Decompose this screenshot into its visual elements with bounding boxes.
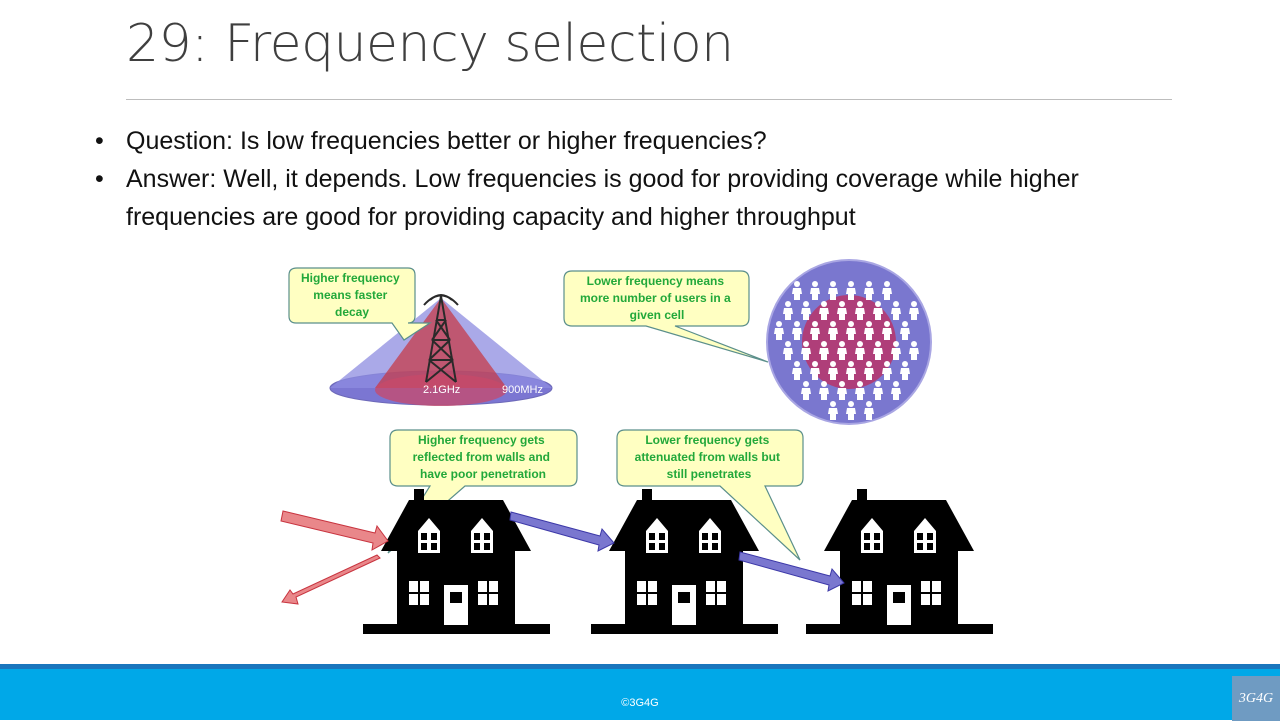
callout-line: have poor penetration <box>420 467 546 481</box>
person-icon <box>792 281 802 300</box>
callout-line: still penetrates <box>667 467 752 481</box>
high-frequency-incoming-arrow <box>280 510 389 551</box>
page-title: 29: Frequency selection <box>126 14 734 74</box>
bullet-answer: • Answer: Well, it depends. Low frequenc… <box>95 160 1215 236</box>
person-icon <box>792 361 802 380</box>
person-icon <box>882 321 892 340</box>
callout-more-users: Lower frequency means more number of use… <box>563 270 769 363</box>
person-icon <box>873 301 883 320</box>
title-divider <box>126 99 1172 100</box>
copyright-text: ©3G4G <box>621 697 659 709</box>
person-icon <box>882 281 892 300</box>
low-frequency-arrow-2 <box>738 551 845 592</box>
person-icon <box>846 401 856 420</box>
cell-tower-icon <box>423 294 459 383</box>
callout-line: more number of users in a <box>580 291 731 305</box>
person-icon <box>837 341 847 360</box>
callout-penetrates: Lower frequency gets attenuated from wal… <box>616 429 804 561</box>
person-icon <box>855 381 865 400</box>
coverage-cone-diagram: 2.1GHz 900MHz <box>329 294 553 406</box>
person-icon <box>801 381 811 400</box>
person-icon <box>846 281 856 300</box>
house-icon-3 <box>806 489 993 634</box>
person-icon <box>810 321 820 340</box>
high-frequency-coverage-base <box>375 374 507 406</box>
svg-text:Lower frequency gets att: Lower frequency gets attenuated from wal… <box>635 433 784 481</box>
person-icon <box>783 341 793 360</box>
user-cell-diagram <box>766 259 932 425</box>
person-icon <box>810 281 820 300</box>
person-icon <box>900 321 910 340</box>
bullet-list: • Question: Is low frequencies better or… <box>95 122 1215 236</box>
person-icon <box>909 341 919 360</box>
callout-line: Lower frequency gets <box>645 433 769 447</box>
low-frequency-label: 900MHz <box>502 384 543 396</box>
callout-line: decay <box>335 305 369 319</box>
svg-text:Higher frequency means f: Higher frequency means faster decay <box>301 271 403 319</box>
house-icon-2 <box>591 489 778 634</box>
person-icon <box>864 321 874 340</box>
signal-arrows <box>280 510 845 605</box>
person-icon <box>891 381 901 400</box>
bullet-marker: • <box>95 127 104 155</box>
person-icon <box>792 321 802 340</box>
person-icon <box>864 361 874 380</box>
users-icon-group <box>774 281 919 420</box>
svg-text:Higher frequency gets re: Higher frequency gets reflected from wal… <box>413 433 554 481</box>
bullet-text: Question: Is low frequencies better or h… <box>126 127 767 155</box>
person-icon <box>801 301 811 320</box>
person-icon <box>801 341 811 360</box>
person-icon <box>828 321 838 340</box>
callout-line: Higher frequency gets <box>418 433 545 447</box>
person-icon <box>828 361 838 380</box>
houses-group <box>363 489 993 634</box>
person-icon <box>900 361 910 380</box>
person-icon <box>783 301 793 320</box>
person-icon <box>837 301 847 320</box>
person-icon <box>873 341 883 360</box>
person-icon <box>774 321 784 340</box>
footer-bar: ©3G4G 3G4G <box>0 664 1280 721</box>
high-frequency-reflected-arrow <box>281 554 381 605</box>
person-icon <box>828 401 838 420</box>
person-icon <box>891 301 901 320</box>
person-icon <box>819 381 829 400</box>
high-frequency-label: 2.1GHz <box>423 384 460 396</box>
person-icon <box>909 301 919 320</box>
callout-line: reflected from walls and <box>413 450 550 464</box>
person-icon <box>864 401 874 420</box>
high-frequency-coverage-cone <box>375 298 507 388</box>
person-icon <box>864 281 874 300</box>
person-icon <box>855 341 865 360</box>
person-icon <box>891 341 901 360</box>
callout-line: given cell <box>630 308 685 322</box>
house-icon-1 <box>363 489 550 634</box>
callout-line: Higher frequency <box>301 271 400 285</box>
person-icon <box>855 301 865 320</box>
callout-line: Lower frequency means <box>587 274 725 288</box>
brand-logo: 3G4G <box>1232 676 1280 721</box>
bullet-text: Answer: Well, it depends. Low frequencie… <box>126 165 1079 231</box>
callout-line: means faster <box>313 288 387 302</box>
callout-line: attenuated from walls but <box>635 450 780 464</box>
person-icon <box>810 361 820 380</box>
person-icon <box>819 301 829 320</box>
person-icon <box>846 321 856 340</box>
person-icon <box>882 361 892 380</box>
callout-faster-decay: Higher frequency means faster decay <box>288 267 433 341</box>
svg-text:Lower frequency means mo: Lower frequency means more number of use… <box>580 274 734 322</box>
person-icon <box>819 341 829 360</box>
low-frequency-arrow-1 <box>509 511 615 552</box>
person-icon <box>873 381 883 400</box>
bullet-question: • Question: Is low frequencies better or… <box>95 122 1215 160</box>
person-icon <box>837 381 847 400</box>
person-icon <box>846 361 856 380</box>
person-icon <box>828 281 838 300</box>
frequency-diagram: 2.1GHz 900MHz Higher frequency means fas… <box>280 259 993 634</box>
bullet-marker: • <box>95 165 104 193</box>
